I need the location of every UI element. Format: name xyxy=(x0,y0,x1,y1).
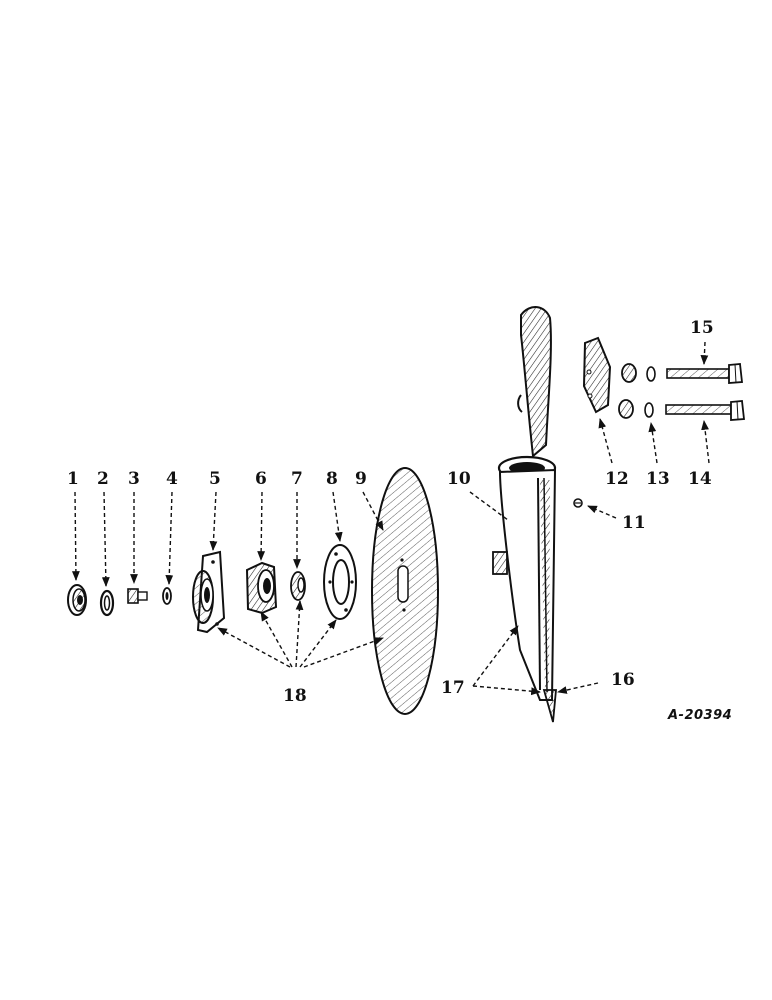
part-12-clamp-plate xyxy=(582,336,612,414)
part-5-bearing-flange xyxy=(192,550,226,634)
label-part-7: 7 xyxy=(291,469,303,489)
label-part-2: 2 xyxy=(97,469,109,489)
label-part-8: 8 xyxy=(326,469,338,489)
part-15-bolt xyxy=(666,363,743,384)
leader-lines xyxy=(71,341,710,696)
label-part-1: 1 xyxy=(67,469,79,489)
label-part-15: 15 xyxy=(690,318,714,338)
label-part-18: 18 xyxy=(283,686,307,706)
part-14-bolt xyxy=(665,400,745,421)
label-part-3: 3 xyxy=(128,469,140,489)
label-part-14: 14 xyxy=(688,469,712,489)
part-7-spacer xyxy=(290,571,306,601)
label-part-4: 4 xyxy=(166,469,178,489)
part-16-point xyxy=(542,689,557,723)
label-part-9: 9 xyxy=(355,469,367,489)
label-part-6: 6 xyxy=(255,469,267,489)
part-8-gasket xyxy=(323,544,357,620)
part-4-washer xyxy=(162,587,172,605)
label-part-13: 13 xyxy=(646,469,670,489)
part-1-nut xyxy=(67,584,87,616)
label-part-16: 16 xyxy=(611,670,635,690)
label-part-10: 10 xyxy=(447,469,471,489)
part-10-opener-body xyxy=(492,306,557,701)
label-part-17: 17 xyxy=(441,678,465,698)
part-11-screw xyxy=(573,498,583,508)
label-part-12: 12 xyxy=(605,469,629,489)
label-part-5: 5 xyxy=(209,469,221,489)
part-2-washer xyxy=(99,589,115,617)
part-3-bolt xyxy=(127,588,148,604)
drawing-number: A-20394 xyxy=(668,708,733,723)
label-part-11: 11 xyxy=(622,513,646,533)
part-6-bearing xyxy=(245,561,278,615)
part-9-disc-blade xyxy=(371,467,439,715)
part-13-nuts-washers xyxy=(618,363,656,419)
